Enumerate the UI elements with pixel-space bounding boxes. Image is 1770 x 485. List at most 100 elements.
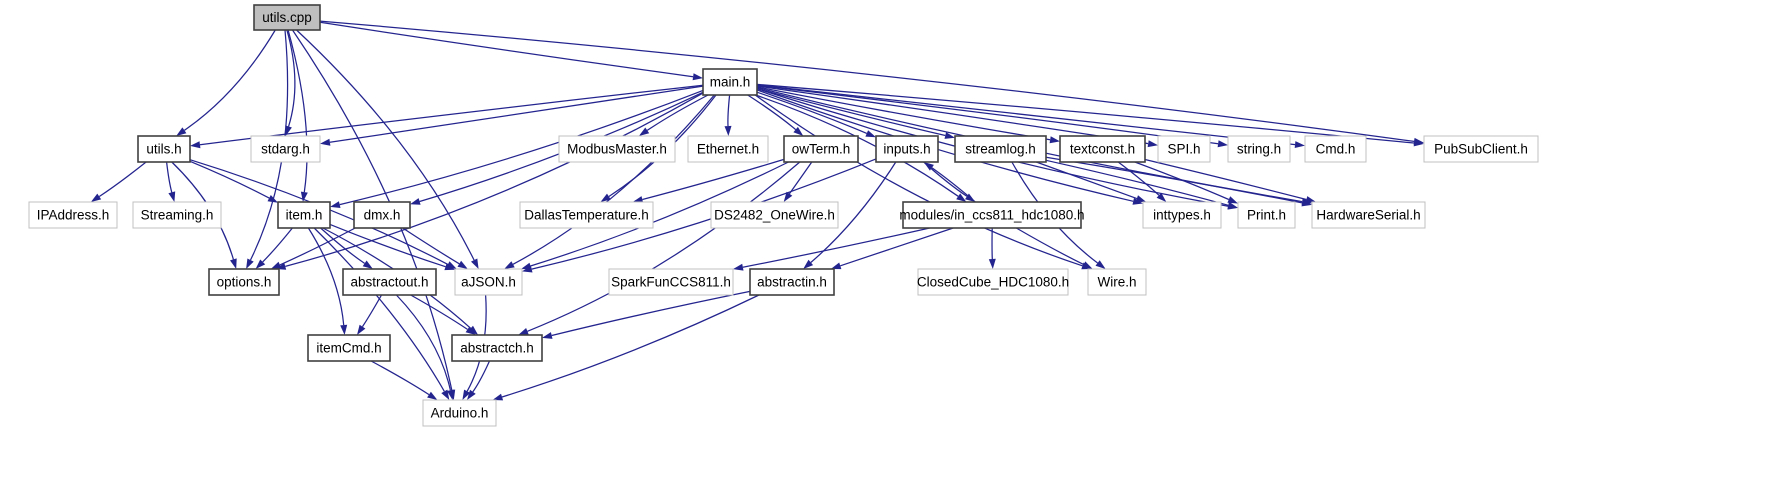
graph-node-inttypes-h[interactable]: inttypes.h xyxy=(1142,201,1222,229)
graph-edge-arrowhead xyxy=(1082,261,1093,269)
graph-edge-arrowhead xyxy=(320,138,331,146)
graph-node-modules-in-ccs811-hdc1080-h[interactable]: modules/in_ccs811_hdc1080.h xyxy=(899,201,1085,229)
graph-node-dallastemperature-h[interactable]: DallasTemperature.h xyxy=(519,201,654,229)
node-label: streamlog.h xyxy=(965,142,1036,157)
graph-node-wire-h[interactable]: Wire.h xyxy=(1087,268,1147,296)
node-rect xyxy=(1087,268,1147,296)
graph-node-owterm-h[interactable]: owTerm.h xyxy=(783,135,859,163)
graph-node-print-h[interactable]: Print.h xyxy=(1237,201,1296,229)
node-label: abstractout.h xyxy=(350,275,428,290)
graph-node-ethernet-h[interactable]: Ethernet.h xyxy=(687,135,769,163)
node-label: IPAddress.h xyxy=(37,208,110,223)
node-label: aJSON.h xyxy=(461,275,516,290)
node-label: options.h xyxy=(217,275,272,290)
graph-node-stdarg-h[interactable]: stdarg.h xyxy=(250,135,321,163)
graph-edge-arrowhead xyxy=(1217,140,1228,148)
graph-edge-arrowhead xyxy=(692,73,703,81)
graph-node-abstractout-h[interactable]: abstractout.h xyxy=(342,268,437,296)
graph-edge-arrowhead xyxy=(1049,136,1060,144)
node-label: HardwareSerial.h xyxy=(1316,208,1420,223)
graph-node-ds2482-onewire-h[interactable]: DS2482_OneWire.h xyxy=(710,201,839,229)
graph-node-main-h[interactable]: main.h xyxy=(702,68,758,96)
graph-edge-arrowhead xyxy=(255,259,266,269)
graph-edge-arrowhead xyxy=(988,258,996,269)
graph-edge-arrowhead xyxy=(90,193,102,202)
graph-node-closedcube-hdc1080-h[interactable]: ClosedCube_HDC1080.h xyxy=(917,268,1069,296)
graph-edge xyxy=(410,294,468,330)
graph-edge-arrowhead xyxy=(444,263,455,271)
graph-node-ipaddress-h[interactable]: IPAddress.h xyxy=(28,201,118,229)
graph-edge xyxy=(530,161,789,267)
graph-node-abstractch-h[interactable]: abstractch.h xyxy=(451,334,543,362)
graph-node-itemcmd-h[interactable]: itemCmd.h xyxy=(307,334,391,362)
graph-node-ajson-h[interactable]: aJSON.h xyxy=(454,268,523,296)
graph-node-hardwareserial-h[interactable]: HardwareSerial.h xyxy=(1311,201,1426,229)
graph-edge xyxy=(370,360,430,396)
node-rect xyxy=(558,135,676,163)
graph-edge xyxy=(1144,158,1307,201)
graph-node-streaming-h[interactable]: Streaming.h xyxy=(132,201,222,229)
graph-edge-arrowhead xyxy=(190,141,201,149)
graph-edge xyxy=(742,227,930,268)
graph-edge xyxy=(189,160,270,199)
node-rect xyxy=(208,268,280,296)
node-label: Cmd.h xyxy=(1316,142,1356,157)
graph-node-cmd-h[interactable]: Cmd.h xyxy=(1304,135,1367,163)
node-label: ModbusMaster.h xyxy=(567,142,667,157)
graph-node-spi-h[interactable]: SPI.h xyxy=(1157,135,1211,163)
node-label: string.h xyxy=(1237,142,1281,157)
graph-edge-arrowhead xyxy=(176,127,187,136)
graph-node-options-h[interactable]: options.h xyxy=(208,268,280,296)
node-rect xyxy=(749,268,835,296)
graph-edge xyxy=(747,94,797,131)
graph-node-textconst-h[interactable]: textconst.h xyxy=(1059,135,1146,163)
graph-edge-arrowhead xyxy=(447,389,454,400)
graph-edge-arrowhead xyxy=(522,265,533,273)
graph-edge-arrowhead xyxy=(330,201,341,208)
graph-edge xyxy=(307,227,345,326)
node-rect xyxy=(454,268,523,296)
graph-edge-arrowhead xyxy=(462,389,471,400)
graph-edge xyxy=(98,161,147,198)
graph-edge xyxy=(642,158,785,201)
graph-edge-arrowhead xyxy=(468,325,479,335)
node-label: DallasTemperature.h xyxy=(524,208,649,223)
graph-node-inputs-h[interactable]: inputs.h xyxy=(875,135,939,163)
graph-node-sparkfunccs811-h[interactable]: SparkFunCCS811.h xyxy=(608,268,734,296)
graph-edge xyxy=(788,161,813,195)
graph-edge-arrowhead xyxy=(427,391,438,400)
graph-edge xyxy=(754,94,1083,267)
graph-edge xyxy=(646,94,709,131)
graph-node-dmx-h[interactable]: dmx.h xyxy=(353,201,411,229)
graph-node-item-h[interactable]: item.h xyxy=(277,201,331,229)
graph-edge-arrowhead xyxy=(285,125,292,136)
node-layer: utils.cpp main.h utils.h stdarg.h ModbusMast… xyxy=(28,4,1539,427)
node-label: ClosedCube_HDC1080.h xyxy=(917,275,1069,290)
graph-edge xyxy=(756,91,868,134)
graph-node-utils-cpp[interactable]: utils.cpp xyxy=(253,4,321,31)
graph-edge-arrowhead xyxy=(865,130,876,138)
node-label: utils.cpp xyxy=(262,10,312,25)
graph-edge-arrowhead xyxy=(230,258,237,269)
graph-node-pubsubclient-h[interactable]: PubSubClient.h xyxy=(1423,135,1539,163)
graph-edge-arrowhead xyxy=(504,261,515,269)
node-label: abstractin.h xyxy=(757,275,827,290)
graph-edge xyxy=(931,167,976,203)
node-rect xyxy=(1059,135,1146,163)
graph-edge xyxy=(527,161,801,332)
graph-node-arduino-h[interactable]: Arduino.h xyxy=(422,399,497,427)
node-rect xyxy=(1157,135,1211,163)
graph-node-modbusmaster-h[interactable]: ModbusMaster.h xyxy=(558,135,676,163)
graph-edge xyxy=(727,94,731,127)
graph-node-streamlog-h[interactable]: streamlog.h xyxy=(954,135,1047,163)
node-rect xyxy=(902,201,1082,229)
graph-node-utils-h[interactable]: utils.h xyxy=(137,135,191,163)
graph-edge-arrowhead xyxy=(632,196,644,203)
node-label: Ethernet.h xyxy=(697,142,759,157)
graph-node-string-h[interactable]: string.h xyxy=(1227,135,1291,163)
graph-edge-arrowhead xyxy=(944,132,955,139)
node-rect xyxy=(608,268,734,296)
graph-node-abstractin-h[interactable]: abstractin.h xyxy=(749,268,835,296)
